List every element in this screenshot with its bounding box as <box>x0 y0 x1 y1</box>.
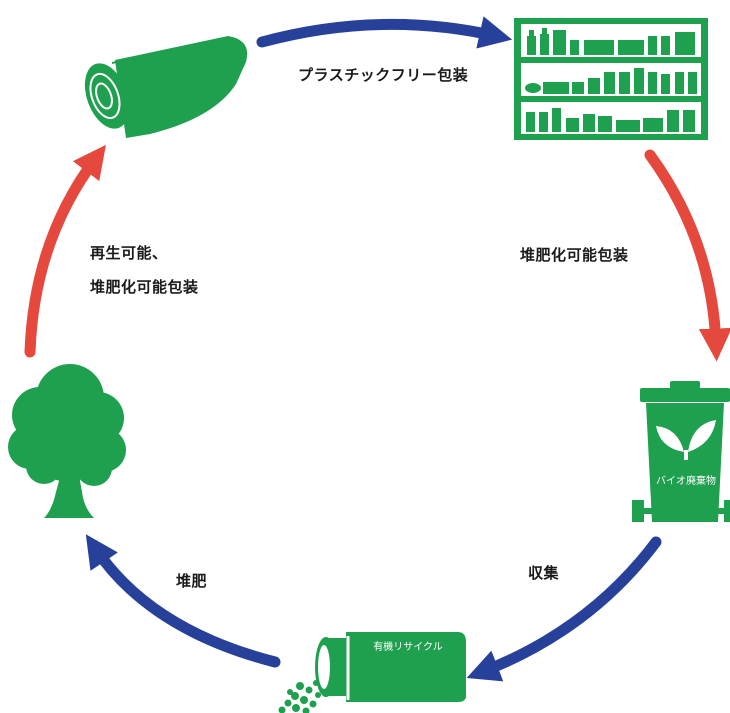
pot-label: 有機リサイクル <box>373 640 443 653</box>
label-renewable-compostable: 再生可能、 堆肥化可能包装 <box>90 236 199 304</box>
arrow-shelf-to-bin <box>644 149 730 362</box>
label-collection: 収集 <box>528 564 560 582</box>
arrow-bin-to-pot <box>466 536 662 682</box>
arrow-pot-to-tree <box>85 534 281 668</box>
film-roll-icon <box>84 36 248 138</box>
label-renewable-line-1: 再生可能、 <box>90 244 168 262</box>
arrow-tree-to-roll <box>24 144 106 358</box>
bio-waste-bin-icon: バイオ廃棄物 <box>632 381 730 522</box>
bin-label: バイオ廃棄物 <box>656 474 716 487</box>
store-shelf-icon <box>514 18 708 140</box>
label-plastic-free-packaging: プラスチックフリー包装 <box>298 66 469 84</box>
label-compostable-packaging: 堆肥化可能包装 <box>520 246 629 264</box>
arrow-roll-to-shelf <box>256 16 513 49</box>
tree-icon <box>8 364 126 518</box>
label-compost: 堆肥 <box>176 572 208 590</box>
label-renewable-line-2: 堆肥化可能包装 <box>90 278 199 296</box>
organic-recycling-pot-icon: 有機リサイクル <box>278 632 466 713</box>
